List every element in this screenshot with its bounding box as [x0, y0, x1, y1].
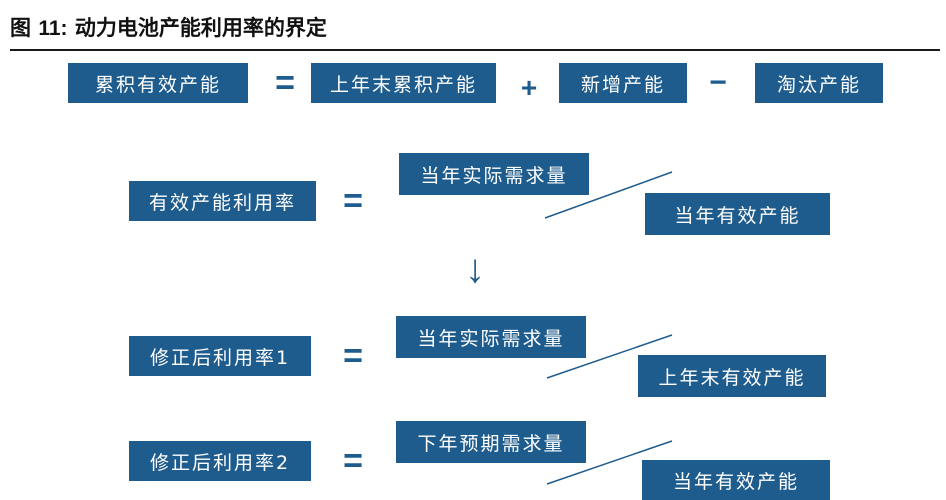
figure-title-prefix: 图	[10, 16, 31, 40]
figure-title-text: 动力电池产能利用率的界定	[74, 16, 327, 40]
box-numerator-row2: 当年实际需求量	[399, 153, 589, 195]
fraction-line-row4	[546, 440, 673, 485]
box-denominator-row3: 上年末有效产能	[638, 355, 826, 397]
figure-title: 图 11: 动力电池产能利用率的界定	[10, 10, 327, 46]
minus-sign: −	[709, 66, 727, 99]
box-numerator-row4: 下年预期需求量	[396, 421, 586, 463]
plus-sign: +	[520, 72, 538, 103]
equals-sign-row2: =	[343, 181, 363, 220]
box-corrected-utilization-1: 修正后利用率1	[129, 336, 311, 376]
box-denominator-row2: 当年有效产能	[645, 193, 830, 235]
box-prior-year-cumulative-capacity: 上年末累积产能	[311, 63, 496, 103]
title-rule	[10, 49, 940, 51]
fraction-line-row3	[546, 334, 673, 379]
box-effective-utilization: 有效产能利用率	[129, 181, 316, 221]
fraction-line-row2	[544, 171, 673, 219]
down-arrow-icon: ↓	[465, 246, 485, 291]
equals-sign-row3: =	[343, 336, 363, 375]
equals-sign-row4: =	[343, 441, 363, 480]
equals-sign-row1: =	[275, 63, 295, 102]
box-numerator-row3: 当年实际需求量	[396, 316, 586, 358]
figure-number: 11:	[38, 17, 68, 40]
box-cumulative-effective-capacity: 累积有效产能	[68, 63, 248, 103]
box-retired-capacity: 淘汰产能	[755, 63, 883, 103]
box-corrected-utilization-2: 修正后利用率2	[129, 441, 311, 481]
box-denominator-row4: 当年有效产能	[642, 460, 830, 500]
box-new-capacity: 新增产能	[559, 63, 687, 103]
